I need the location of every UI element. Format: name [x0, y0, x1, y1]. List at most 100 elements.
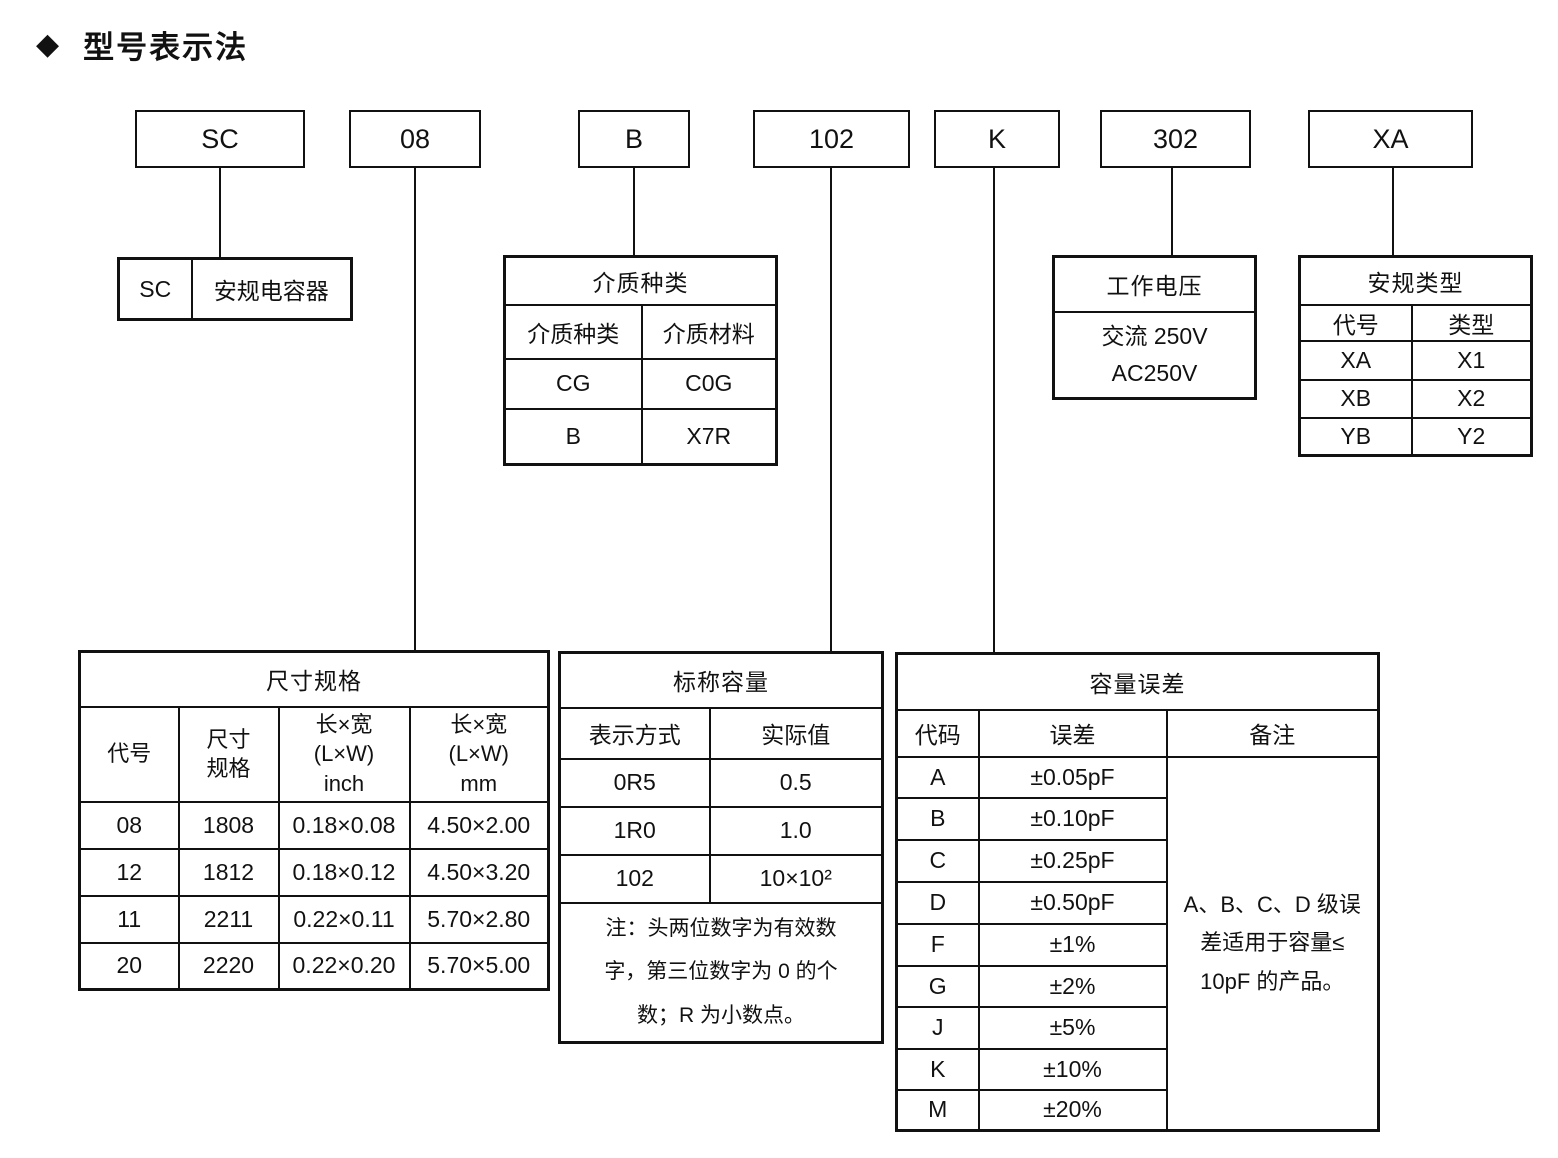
- table-title-row: 容量误差: [895, 652, 1380, 711]
- size-code-cell: 20: [78, 941, 180, 991]
- capacity-code-cell: 0R5: [558, 757, 711, 808]
- tolerance-value-cell: ±20%: [977, 1088, 1168, 1132]
- section-title: ◆ 型号表示法: [36, 22, 248, 67]
- size-col-header: 尺寸 规格: [177, 705, 280, 803]
- capacity-code-cell: 102: [558, 853, 711, 904]
- code-box-sc: SC: [135, 110, 305, 168]
- tolerance-value-cell: ±0.50pF: [977, 880, 1168, 925]
- code-box-08: 08: [349, 110, 481, 168]
- table-row: 20 2220 0.22×0.20 5.70×5.00: [78, 941, 550, 991]
- table-title-row: 工作电压: [1052, 255, 1257, 313]
- size-code-cell: 11: [78, 894, 180, 944]
- dielectric-material-cell: C0G: [640, 357, 778, 410]
- tolerance-value-cell: ±1%: [977, 922, 1168, 967]
- prefix-code-cell: SC: [117, 257, 193, 321]
- table-title-row: 尺寸规格: [78, 650, 550, 708]
- dielectric-col-header: 介质材料: [640, 303, 778, 360]
- tolerance-code-cell: D: [895, 880, 980, 925]
- connector-line-b: [633, 167, 635, 256]
- code-box-102: 102: [753, 110, 910, 168]
- dielectric-code-cell: CG: [503, 357, 643, 410]
- tolerance-code-cell: M: [895, 1088, 980, 1132]
- diamond-bullet-icon: ◆: [36, 27, 60, 61]
- size-spec-cell: 2220: [177, 941, 280, 991]
- size-code-cell: 12: [78, 847, 180, 897]
- code-box-302: 302: [1100, 110, 1251, 168]
- table-row: G ±2%: [895, 964, 1379, 1008]
- table-row: 注：头两位数字为有效数 字，第三位数字为 0 的个 数；R 为小数点。: [558, 901, 884, 1044]
- table-header-row: 表示方式 实际值: [558, 706, 884, 760]
- size-inch-cell: 0.22×0.11: [277, 894, 411, 944]
- prefix-meaning-cell: 安规电容器: [190, 257, 353, 321]
- tolerance-col-header: 备注: [1165, 708, 1380, 758]
- size-code-cell: 08: [78, 800, 180, 850]
- safety-type-table: 安规类型 代号 类型 XA X1 XB X2 YB Y2: [1298, 255, 1533, 457]
- capacity-code-cell: 1R0: [558, 805, 711, 856]
- voltage-table-title: 工作电压: [1052, 255, 1257, 313]
- size-inch-cell: 0.22×0.20: [277, 941, 411, 991]
- size-col-header: 长×宽 (L×W) inch: [277, 705, 411, 803]
- table-row: SC 安规电容器: [117, 257, 353, 321]
- safety-type-col-header: 类型: [1410, 303, 1533, 342]
- tolerance-code-cell: F: [895, 922, 980, 967]
- table-row: J ±5%: [895, 1005, 1379, 1050]
- size-spec-cell: 2211: [177, 894, 280, 944]
- tolerance-remark-cell: A、B、C、D 级误 差适用于容量≤ 10pF 的产品。: [1165, 755, 1380, 1132]
- table-row: XA X1: [1298, 339, 1533, 381]
- safety-type-col-header: 代号: [1298, 303, 1413, 342]
- table-row: XB X2: [1298, 378, 1533, 419]
- safety-class-cell: X2: [1410, 378, 1533, 419]
- table-header-row: 介质种类 介质材料: [503, 303, 778, 360]
- tolerance-value-cell: ±0.10pF: [977, 796, 1168, 841]
- safety-code-cell: XA: [1298, 339, 1413, 381]
- table-row: A ±0.05pF A、B、C、D 级误 差适用于容量≤ 10pF 的产品。: [895, 755, 1380, 1132]
- table-title-row: 介质种类: [503, 255, 778, 306]
- connector-line-sc: [219, 167, 221, 257]
- voltage-value-cell: 交流 250V AC250V: [1052, 310, 1257, 400]
- size-mm-cell: 4.50×2.00: [408, 800, 550, 850]
- capacity-col-header: 表示方式: [558, 706, 711, 760]
- table-header-row: 代号 尺寸 规格 长×宽 (L×W) inch 长×宽 (L×W) mm: [78, 705, 550, 803]
- tolerance-code-cell: K: [895, 1047, 980, 1091]
- safety-type-table-title: 安规类型: [1298, 255, 1533, 306]
- section-title-text: 型号表示法: [83, 30, 249, 65]
- safety-code-cell: YB: [1298, 416, 1413, 457]
- table-row: 12 1812 0.18×0.12 4.50×3.20: [78, 847, 550, 897]
- table-title-row: 标称容量: [558, 651, 884, 709]
- dielectric-col-header: 介质种类: [503, 303, 643, 360]
- size-col-header: 长×宽 (L×W) mm: [408, 705, 550, 803]
- tolerance-value-cell: ±5%: [977, 1005, 1168, 1050]
- table-row: YB Y2: [1298, 416, 1533, 457]
- tolerance-code-cell: C: [895, 838, 980, 883]
- table-row: M ±20%: [895, 1088, 1379, 1132]
- capacity-table: 标称容量 表示方式 实际值 0R5 0.5 1R0 1.0 102 10×10²…: [558, 651, 884, 1044]
- connector-line-302: [1171, 167, 1173, 256]
- table-row: 08 1808 0.18×0.08 4.50×2.00: [78, 800, 550, 850]
- dielectric-table-title: 介质种类: [503, 255, 778, 306]
- dielectric-material-cell: X7R: [640, 407, 778, 466]
- table-header-row: 代号 类型: [1298, 303, 1533, 342]
- tolerance-code-cell: J: [895, 1005, 980, 1050]
- table-row: 102 10×10²: [558, 853, 884, 904]
- capacity-note-cell: 注：头两位数字为有效数 字，第三位数字为 0 的个 数；R 为小数点。: [558, 901, 884, 1044]
- table-row: 交流 250V AC250V: [1052, 310, 1257, 400]
- connector-line-08: [414, 167, 416, 650]
- tolerance-code-cell: A: [895, 755, 980, 799]
- safety-class-cell: X1: [1410, 339, 1533, 381]
- safety-class-cell: Y2: [1410, 416, 1533, 457]
- safety-code-cell: XB: [1298, 378, 1413, 419]
- prefix-table: SC 安规电容器: [117, 257, 353, 321]
- table-row: CG C0G: [503, 357, 778, 410]
- code-box-b: B: [578, 110, 690, 168]
- capacity-col-header: 实际值: [708, 706, 884, 760]
- connector-line-102: [830, 167, 832, 652]
- capacity-table-title: 标称容量: [558, 651, 884, 709]
- tolerance-code-cell: B: [895, 796, 980, 841]
- table-row: K ±10%: [895, 1047, 1379, 1091]
- size-mm-cell: 4.50×3.20: [408, 847, 550, 897]
- capacity-value-cell: 10×10²: [708, 853, 884, 904]
- dielectric-table: 介质种类 介质种类 介质材料 CG C0G B X7R: [503, 255, 778, 466]
- table-row: 11 2211 0.22×0.11 5.70×2.80: [78, 894, 550, 944]
- size-mm-cell: 5.70×5.00: [408, 941, 550, 991]
